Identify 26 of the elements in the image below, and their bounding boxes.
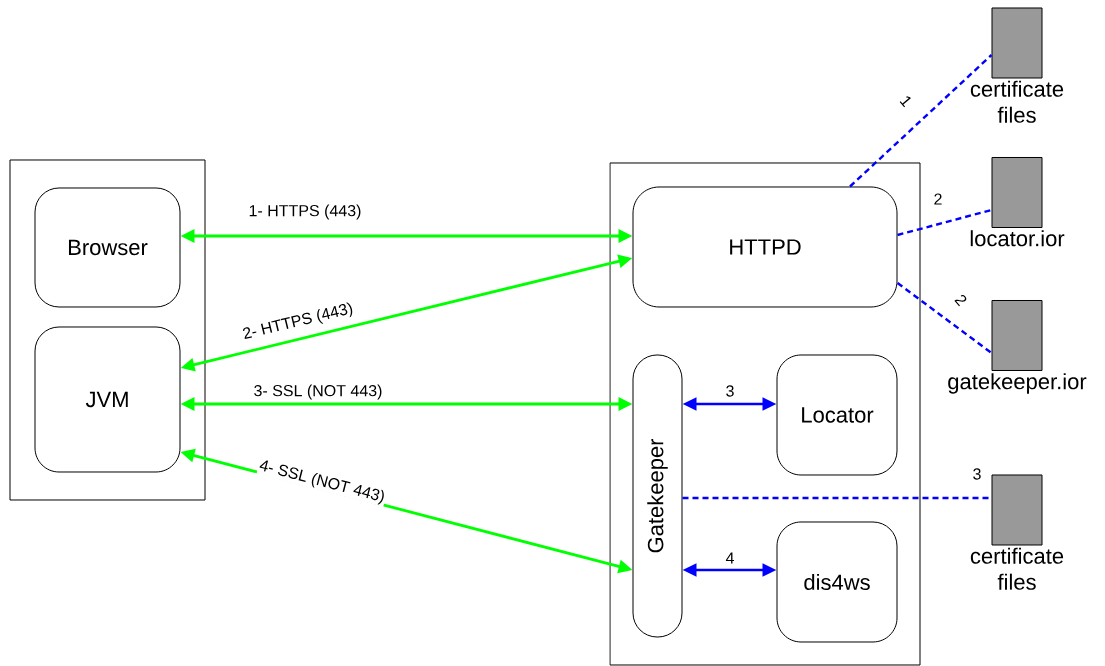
edge-label: 3 [724, 384, 736, 398]
edge-label: 4- SSL (NOT 443) [256, 457, 388, 507]
edge-label: 2 [952, 291, 970, 309]
dashed-line [897, 208, 992, 237]
edge-label: 3 [971, 467, 983, 481]
edge-label: 2 [932, 192, 944, 206]
process-box: HTTPD [632, 186, 898, 308]
process-box: dis4ws [776, 521, 898, 643]
dashed-line [849, 54, 993, 188]
edge-label: 2- HTTPS (443) [240, 300, 356, 344]
process-box: Browser [34, 187, 181, 308]
dashed-line [682, 496, 992, 500]
process-box: Locator [776, 354, 898, 476]
edge-label: 1 [897, 92, 915, 110]
file-label: certificate files [970, 80, 1064, 123]
frame-box [9, 159, 206, 501]
edge-label: 4 [724, 551, 736, 565]
process-box: JVM [34, 326, 181, 473]
file-label: certificate files [970, 547, 1064, 590]
file-label: gatekeeper.ior [948, 373, 1087, 394]
edge-label: 3- SSL (NOT 443) [252, 383, 384, 401]
file-label: locator.ior [970, 230, 1065, 247]
frame-box [609, 162, 921, 666]
edge-label: 1- HTTPS (443) [247, 203, 363, 221]
dashed-line [896, 282, 993, 354]
process-box: Gatekeeper [632, 354, 683, 638]
